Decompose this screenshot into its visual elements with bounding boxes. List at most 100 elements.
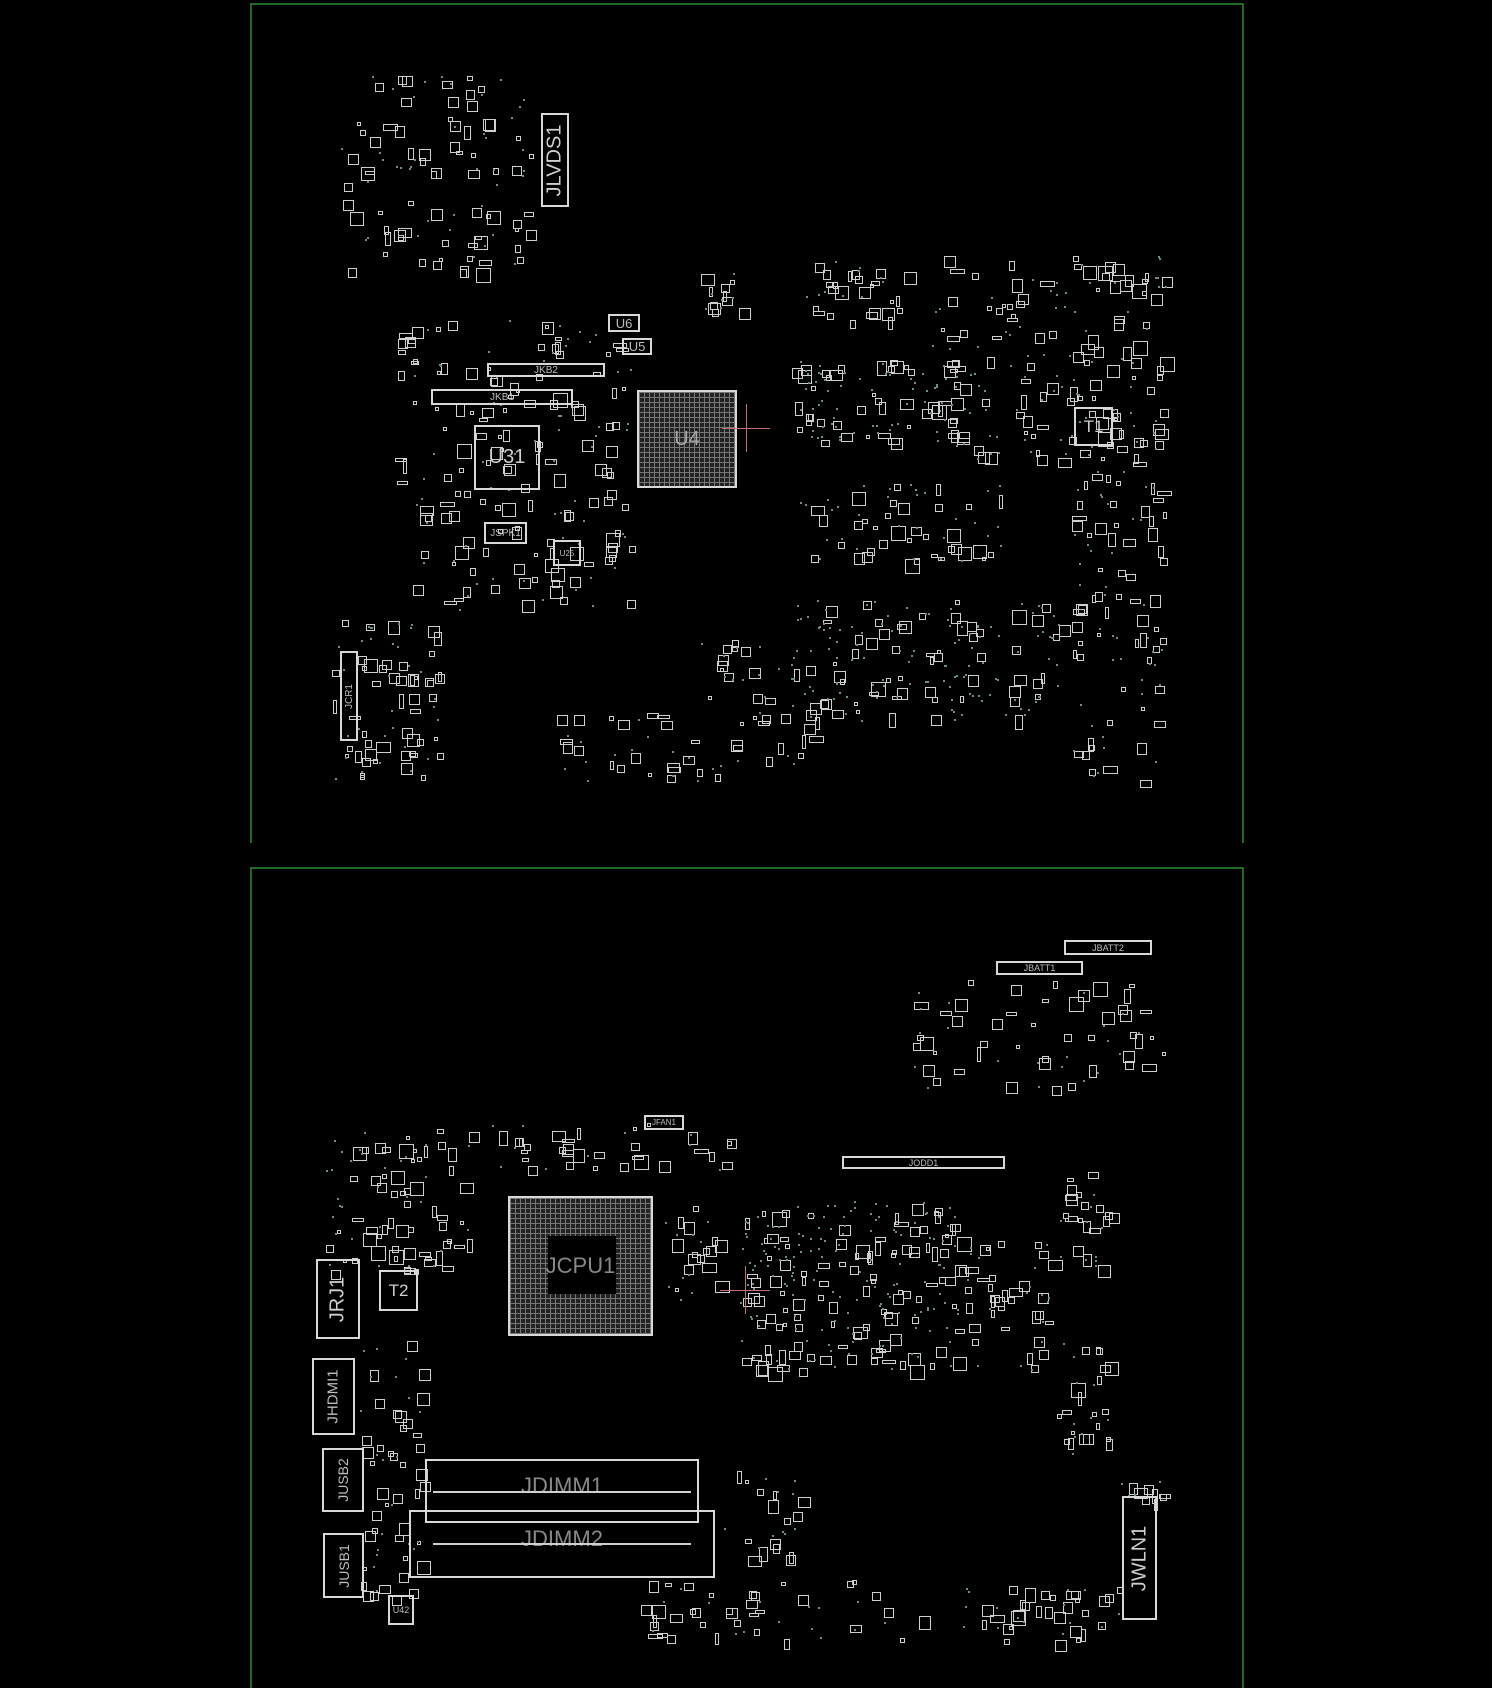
via — [978, 385, 981, 388]
via — [882, 685, 885, 688]
via — [835, 657, 838, 660]
smd-pad — [396, 1225, 410, 1239]
smd-pad — [992, 336, 1003, 341]
smd-pad — [341, 620, 349, 628]
smd-pad — [442, 1266, 455, 1273]
smd-pad — [721, 283, 731, 293]
smd-pad — [1089, 379, 1102, 391]
chip-u25[interactable]: U25 — [553, 540, 581, 566]
smd-pad — [909, 1227, 920, 1238]
chip-u31[interactable]: U31 — [474, 425, 540, 490]
via — [913, 1313, 916, 1316]
via — [886, 1292, 889, 1295]
smd-pad — [1158, 546, 1165, 559]
smd-pad — [1012, 279, 1024, 294]
via — [826, 538, 829, 541]
connector-jfan1[interactable]: JFAN1 — [644, 1115, 684, 1130]
smd-pad — [519, 1138, 524, 1147]
connector-jhdmi1[interactable]: JHDMI1 — [312, 1358, 355, 1435]
smd-pad — [709, 1593, 715, 1599]
smd-pad — [512, 165, 523, 176]
connector-jwln1[interactable]: JWLN1 — [1122, 1496, 1157, 1620]
via — [421, 497, 424, 500]
smd-pad — [986, 1246, 991, 1251]
via — [912, 387, 915, 390]
smd-pad — [1113, 416, 1118, 421]
chip-u4[interactable]: U4 — [637, 390, 737, 488]
connector-jbatt1[interactable]: JBATT1 — [996, 961, 1083, 975]
transformer-t1[interactable]: T1 — [1074, 407, 1113, 446]
smd-pad — [877, 432, 891, 439]
via — [1111, 552, 1114, 555]
chip-u5[interactable]: U5 — [622, 338, 652, 355]
smd-pad — [474, 236, 482, 241]
smd-pad — [518, 577, 531, 589]
smd-pad — [905, 559, 921, 575]
connector-jbatt2[interactable]: JBATT2 — [1064, 940, 1152, 955]
via — [886, 1204, 889, 1207]
smd-pad — [1107, 720, 1114, 727]
smd-pad — [893, 483, 901, 491]
smd-pad — [746, 1273, 758, 1279]
connector-jkb2[interactable]: JKB2 — [487, 363, 605, 377]
smd-pad — [950, 398, 964, 412]
smd-pad — [887, 317, 893, 331]
via — [467, 1229, 470, 1232]
connector-jdimm2[interactable]: JDIMM2 — [409, 1510, 715, 1578]
via — [1078, 421, 1081, 424]
via — [1117, 416, 1120, 419]
smd-pad — [683, 1222, 695, 1236]
socket-jcpu1[interactable]: JCPU1 — [508, 1196, 653, 1336]
via — [614, 566, 617, 569]
via — [1140, 678, 1143, 681]
smd-pad — [885, 512, 892, 519]
via — [965, 674, 968, 677]
smd-pad — [1078, 396, 1084, 402]
via — [1084, 329, 1087, 332]
via — [919, 1031, 922, 1034]
via — [1142, 604, 1145, 607]
connector-jodd1[interactable]: JODD1 — [842, 1156, 1005, 1169]
smd-pad — [753, 716, 758, 721]
smd-pad — [376, 1233, 382, 1239]
smd-pad — [981, 1605, 994, 1618]
via — [882, 1345, 885, 1348]
smd-pad — [847, 1354, 858, 1365]
smd-pad — [608, 543, 619, 554]
smd-pad — [1156, 375, 1163, 382]
via — [518, 105, 521, 108]
smd-pad — [408, 201, 415, 207]
connector-jusb2[interactable]: JUSB2 — [322, 1448, 364, 1512]
chip-u6[interactable]: U6 — [608, 314, 640, 332]
smd-pad — [1078, 605, 1088, 615]
via — [800, 361, 803, 364]
via — [467, 595, 470, 598]
smd-pad — [661, 720, 674, 730]
smd-pad — [875, 397, 883, 405]
chip-u42[interactable]: U42 — [388, 1595, 414, 1625]
smd-pad — [446, 1239, 452, 1245]
smd-pad — [421, 551, 430, 560]
connector-jdimm1[interactable]: JDIMM1 — [425, 1459, 699, 1523]
via — [870, 1229, 873, 1232]
connector-jlvds1[interactable]: JLVDS1 — [541, 113, 569, 207]
via — [627, 422, 630, 425]
connector-jcr1[interactable]: JCR1 — [340, 651, 358, 741]
via — [958, 639, 961, 642]
via — [898, 1311, 901, 1314]
connector-jrj1[interactable]: JRJ1 — [316, 1259, 360, 1339]
connector-jkb1[interactable]: JKB1 — [431, 389, 573, 405]
via — [375, 1590, 378, 1593]
smd-pad — [960, 696, 965, 704]
connector-jusb1[interactable]: JUSB1 — [323, 1533, 364, 1598]
smd-pad — [1136, 615, 1149, 628]
via — [800, 501, 803, 504]
transformer-t2[interactable]: T2 — [379, 1270, 418, 1311]
via — [1070, 434, 1073, 437]
smd-pad — [1091, 473, 1103, 481]
smd-pad — [463, 536, 476, 549]
label: T2 — [388, 1280, 409, 1300]
via — [1016, 650, 1019, 653]
connector-jspk1[interactable]: JSPK1 — [484, 522, 527, 544]
